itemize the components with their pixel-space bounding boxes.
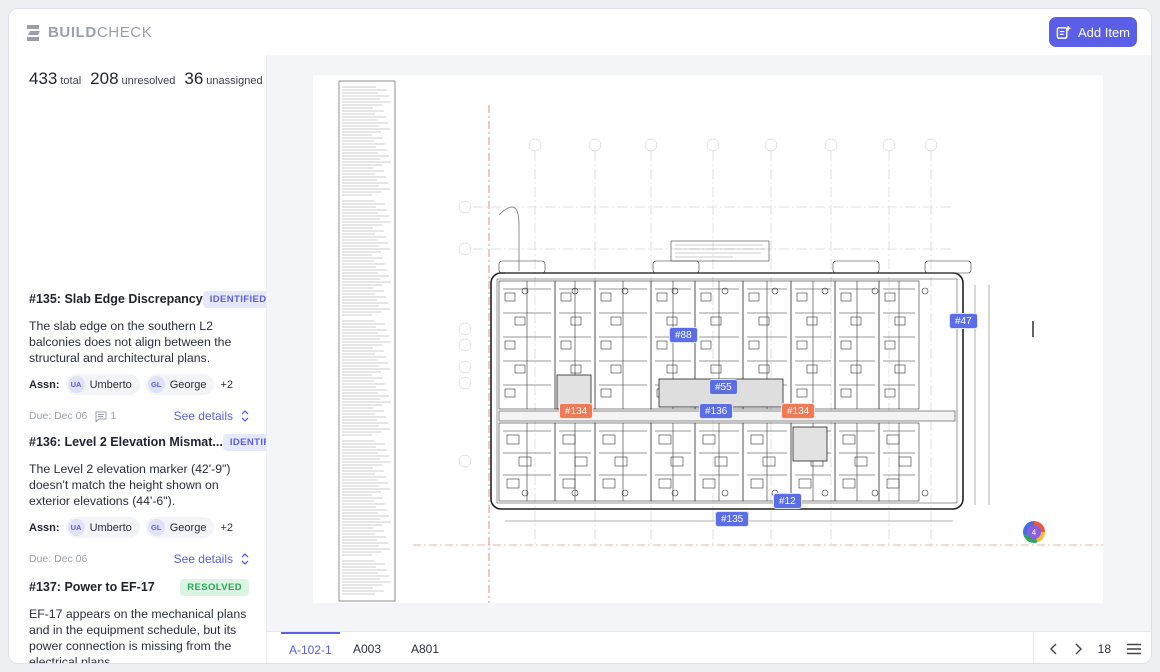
stat-unresolved-label: unresolved	[121, 75, 176, 87]
stat-total-label: total	[60, 75, 82, 87]
add-item-icon	[1056, 25, 1071, 39]
issue-pin[interactable]: #12	[773, 493, 802, 509]
assignee-name: Umberto	[89, 521, 132, 534]
assignees-label: Assn:	[29, 378, 60, 391]
tab-a-102-1[interactable]: A-102-1	[281, 632, 340, 663]
see-details-button[interactable]: See details	[174, 552, 249, 566]
see-details-label: See details	[173, 409, 233, 423]
issue-description: The Level 2 elevation marker (42'-9") do…	[29, 462, 231, 508]
expand-icon	[241, 410, 249, 422]
floor-plan-drawing	[338, 80, 1103, 603]
more-assignees[interactable]: +2	[220, 521, 233, 534]
logo-text: BUILDCHECK	[48, 24, 152, 41]
add-item-label: Add Item	[1077, 24, 1131, 40]
issue-pin[interactable]: #88	[669, 327, 698, 343]
issue-pin[interactable]: #55	[709, 379, 738, 395]
due-date: Due: Dec 06	[29, 553, 88, 565]
issue-pin[interactable]: #134	[559, 403, 594, 419]
see-details-label: See details	[173, 552, 233, 566]
add-item-button[interactable]: Add Item	[1049, 17, 1137, 47]
see-details-button[interactable]: See details	[174, 409, 249, 423]
pager-divider	[1032, 632, 1034, 663]
assignee-chip[interactable]: UA Umberto	[65, 517, 140, 538]
tab-a003[interactable]: A003	[353, 641, 382, 656]
issue-cluster-count: 4	[1027, 525, 1041, 539]
comment-count[interactable]: 1	[95, 410, 116, 422]
issue-description: EF-17 appears on the mechanical plans an…	[29, 607, 247, 664]
top-bar: BUILDCHECK Add Item	[9, 9, 1151, 55]
assignees: Assn: UA Umberto GL George +2	[29, 517, 249, 538]
issue-card-137[interactable]: #137: Power to EF-17 RESOLVED EF-17 appe…	[29, 577, 249, 664]
status-badge: RESOLVED	[180, 578, 249, 596]
stat-unresolved-value: 208	[90, 69, 119, 88]
status-badge: IDENTIFIED	[202, 290, 266, 308]
logo: BUILDCHECK	[27, 24, 152, 41]
assignees-label: Assn:	[29, 521, 60, 534]
drawing-viewer[interactable]: #47 #88 #55 #134 #136 #134 #12 #135 4	[267, 55, 1151, 631]
avatar: GL	[147, 376, 165, 393]
assignees: Assn: UA Umberto GL George +2	[29, 374, 249, 395]
stat-unassigned-value: 36	[184, 69, 204, 88]
assignee-name: George	[169, 378, 207, 391]
assignee-chip[interactable]: UA Umberto	[65, 374, 140, 395]
list-icon[interactable]	[1127, 643, 1141, 655]
tab-a801[interactable]: A801	[411, 641, 440, 656]
issue-card-136[interactable]: #136: Level 2 Elevation Mismat... IDENTI…	[29, 432, 266, 566]
expand-icon	[241, 553, 249, 565]
stat-total-value: 433	[29, 69, 58, 88]
issue-description: The slab edge on the southern L2 balconi…	[29, 319, 232, 365]
drawing-sheet[interactable]: #47 #88 #55 #134 #136 #134 #12 #135 4	[313, 75, 1103, 603]
assignee-name: Umberto	[89, 378, 132, 391]
avatar: UA	[67, 519, 85, 536]
assignee-chip[interactable]: GL George	[145, 374, 215, 395]
issue-pin[interactable]: #47	[949, 313, 978, 329]
issue-title: #137: Power to EF-17	[29, 580, 155, 594]
pager: 18	[1032, 632, 1141, 663]
issue-pin[interactable]: #136	[699, 403, 734, 419]
logo-mark-icon	[27, 24, 41, 41]
assignee-chip[interactable]: GL George	[145, 517, 215, 538]
sheet-tab-bar: A-102-1 A003 A801 18	[267, 631, 1151, 663]
issue-title: #135: Slab Edge Discrepancy	[29, 292, 203, 306]
page-number: 18	[1097, 641, 1111, 656]
chevron-left-icon[interactable]	[1049, 643, 1058, 655]
avatar: UA	[67, 376, 85, 393]
logo-text-light: CHECK	[96, 24, 153, 41]
issue-card-135[interactable]: #135: Slab Edge Discrepancy IDENTIFIED T…	[29, 289, 266, 423]
issue-pin[interactable]: #135	[715, 511, 750, 527]
stat-unassigned-label: unassigned	[206, 75, 263, 87]
comment-icon	[95, 411, 107, 422]
chevron-right-icon[interactable]	[1074, 643, 1082, 655]
issue-pin[interactable]: #134	[781, 403, 816, 419]
status-badge: IDENTIFIED	[222, 433, 266, 451]
more-assignees[interactable]: +2	[220, 378, 233, 391]
issue-cluster-badge[interactable]: 4	[1023, 521, 1045, 543]
issue-title: #136: Level 2 Elevation Mismat...	[29, 435, 223, 449]
logo-text-bold: BUILD	[48, 24, 97, 41]
due-date: Due: Dec 06	[29, 410, 88, 422]
comment-count-value: 1	[110, 410, 117, 422]
avatar: GL	[147, 519, 165, 536]
assignee-name: George	[169, 521, 207, 534]
